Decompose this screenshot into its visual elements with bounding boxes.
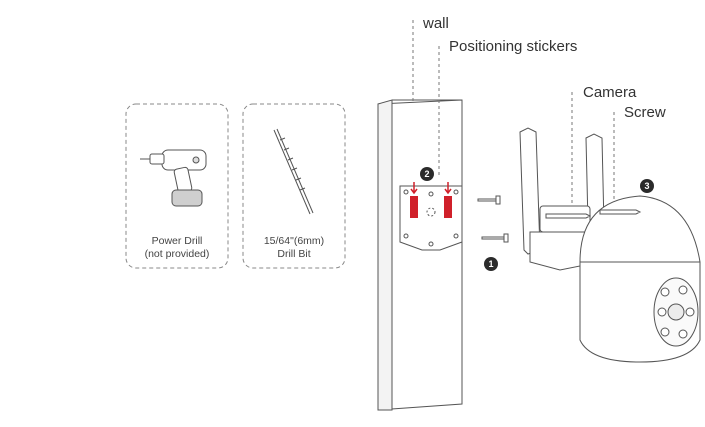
tool-label-line1: 15/64"(6mm) [264,235,324,247]
label-wall: wall [422,15,449,32]
tool-label-line1: Power Drill [152,235,203,247]
wall-screws [477,195,509,243]
step-badge-1: 1 [484,257,498,271]
svg-text:3: 3 [644,181,649,191]
positioning-sticker-left [410,196,418,218]
camera-screws [545,209,642,219]
tool-box-drill-bit: 15/64"(6mm) Drill Bit [242,103,346,269]
wall-panel [377,99,463,411]
step-badge-2: 2 [420,167,434,181]
drill-bit-icon [273,128,314,215]
tool-label-line2: (not provided) [145,248,210,260]
tool-box-power-drill: Power Drill (not provided) [125,103,229,269]
svg-text:2: 2 [424,169,429,179]
label-camera: Camera [583,84,637,101]
svg-text:1: 1 [488,259,493,269]
power-drill-icon [140,149,207,207]
step-badge-3: 3 [640,179,654,193]
tool-label-line2: Drill Bit [277,248,310,260]
label-positioning-stickers: Positioning stickers [449,38,577,55]
positioning-sticker-right [444,196,452,218]
label-screw: Screw [624,104,666,121]
mounting-template [399,182,463,251]
arrow-down-icon [410,182,418,195]
camera-device [519,127,701,363]
arrow-down-icon [444,182,452,195]
